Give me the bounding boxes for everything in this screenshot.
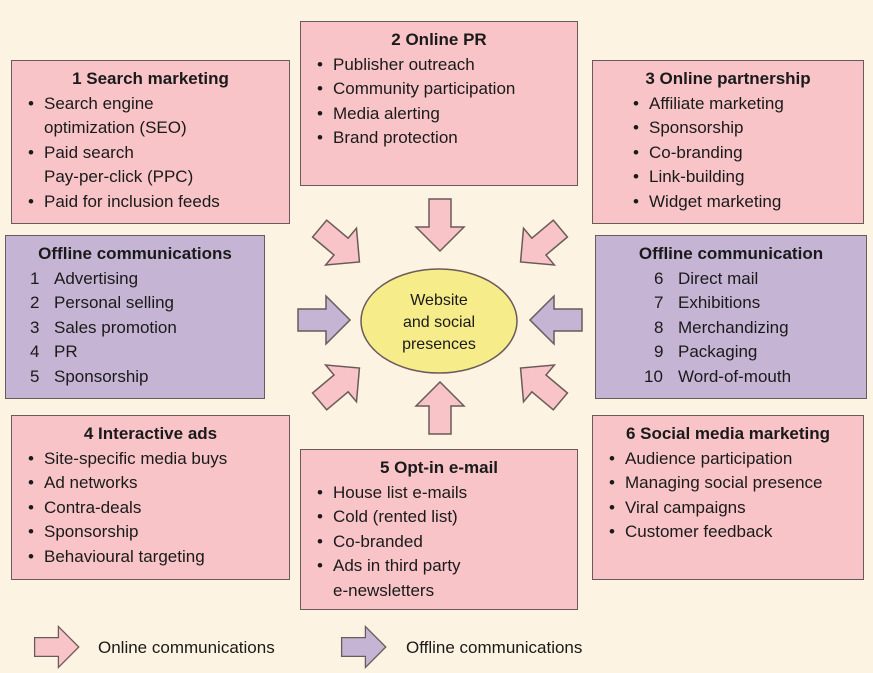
item-number: 2 bbox=[30, 293, 40, 312]
arrow-from-offline-right bbox=[529, 295, 583, 345]
list-item: Sponsorship bbox=[22, 520, 279, 545]
list-item: Widget marketing bbox=[627, 190, 853, 215]
item-label: PR bbox=[54, 342, 78, 361]
item-label: Advertising bbox=[54, 268, 139, 288]
center-label: Website and social presences bbox=[360, 268, 518, 378]
list-item: Ads in third party bbox=[311, 554, 567, 579]
list-item: Cold (rented list) bbox=[311, 505, 567, 530]
legend-online-arrow bbox=[33, 625, 80, 669]
item-number: 8 bbox=[654, 317, 664, 337]
arrow-from-offline-left bbox=[297, 295, 351, 345]
online-partnership-list: Affiliate marketing Sponsorship Co-brand… bbox=[603, 92, 853, 215]
center-line-1: Website bbox=[410, 292, 468, 309]
interactive-ads-box: 4 Interactive ads Site-specific media bu… bbox=[11, 415, 290, 580]
list-item: Affiliate marketing bbox=[627, 92, 853, 117]
list-item: 3 Sales promotion bbox=[30, 316, 254, 341]
list-item-continuation: e-newsletters bbox=[333, 580, 435, 600]
offline-communications-left-box: Offline communications 1 Advertising 2 Per… bbox=[5, 235, 265, 399]
list-item: 5 Sponsorship bbox=[30, 365, 254, 390]
offline-right-list: 6 Direct mail 7 Exhibitions 8 Merchandizing… bbox=[606, 267, 856, 390]
arrow-from-opt-in-email bbox=[415, 381, 465, 435]
item-label: Direct mail bbox=[678, 268, 759, 288]
center-line-2: and social bbox=[402, 314, 476, 331]
item-label: Sponsorship bbox=[54, 366, 149, 386]
list-item: House list e-mails bbox=[311, 481, 567, 506]
list-item: 2 Personal selling bbox=[30, 291, 254, 316]
list-item-continuation: Pay-per-click (PPC) bbox=[44, 167, 194, 186]
item-number: 10 bbox=[644, 366, 663, 386]
list-item: 6 Direct mail bbox=[654, 267, 856, 292]
list-item: 9 Packaging bbox=[654, 340, 856, 365]
list-item: 4 PR bbox=[30, 340, 254, 365]
item-label: Personal selling bbox=[54, 293, 175, 312]
list-item: Publisher outreach bbox=[311, 53, 567, 78]
list-item: Search engine bbox=[22, 92, 279, 117]
list-item: Managing social presence bbox=[603, 471, 853, 496]
opt-in-email-list: House list e-mails Cold (rented list) Co… bbox=[311, 481, 567, 604]
item-number: 5 bbox=[30, 366, 40, 386]
list-item: Co-branded bbox=[311, 530, 567, 555]
social-media-marketing-box: 6 Social media marketing Audience partic… bbox=[592, 415, 864, 580]
item-label: Word-of-mouth bbox=[678, 366, 792, 386]
online-pr-list: Publisher outreach Community participati… bbox=[311, 53, 567, 151]
list-item: Sponsorship bbox=[627, 116, 853, 141]
social-media-list: Audience participation Managing social p… bbox=[603, 447, 853, 545]
list-item: Link-building bbox=[627, 165, 853, 190]
list-item: Brand protection bbox=[311, 126, 567, 151]
item-number: 4 bbox=[30, 342, 40, 361]
list-item: Paid search bbox=[22, 141, 279, 166]
legend-online-label: Online communications bbox=[98, 638, 275, 657]
item-label: Exhibitions bbox=[678, 293, 761, 312]
item-number: 7 bbox=[654, 293, 664, 312]
online-pr-box: 2 Online PR Publisher outreach Community… bbox=[300, 21, 578, 186]
search-marketing-title: 1 Search marketing bbox=[72, 69, 229, 88]
list-item: Contra-deals bbox=[22, 496, 279, 521]
search-marketing-box: 1 Search marketing Search engine optimiz… bbox=[11, 60, 290, 224]
list-item-continuation: optimization (SEO) bbox=[44, 118, 187, 137]
item-number: 9 bbox=[654, 342, 664, 361]
list-item: Co-branding bbox=[627, 141, 853, 166]
item-label: Sales promotion bbox=[54, 317, 177, 337]
list-item: Ad networks bbox=[22, 471, 279, 496]
offline-left-title: Offline communications bbox=[38, 244, 232, 263]
list-item: Audience participation bbox=[603, 447, 853, 472]
online-partnership-title: 3 Online partnership bbox=[645, 69, 811, 88]
opt-in-email-title: 5 Opt-in e-mail bbox=[379, 458, 499, 477]
online-pr-title: 2 Online PR bbox=[391, 30, 487, 49]
offline-communication-right-box: Offline communication 6 Direct mail 7 Exhi… bbox=[595, 235, 867, 399]
interactive-ads-list: Site-specific media buys Ad networks Con… bbox=[22, 447, 279, 570]
list-item: Community participation bbox=[311, 77, 567, 102]
list-item: Media alerting bbox=[311, 102, 567, 127]
list-item: 10 Word-of-mouth bbox=[644, 365, 856, 390]
item-label: Merchandizing bbox=[678, 317, 789, 337]
center-node: Website and social presences bbox=[360, 268, 518, 378]
item-label: Packaging bbox=[678, 342, 758, 361]
item-number: 1 bbox=[30, 268, 40, 288]
online-partnership-box: 3 Online partnership Affiliate marketing… bbox=[592, 60, 864, 224]
legend-offline-label: Offline communications bbox=[406, 638, 583, 657]
item-number: 6 bbox=[654, 268, 664, 288]
center-line-3: presences bbox=[402, 336, 476, 353]
list-item: 7 Exhibitions bbox=[654, 291, 856, 316]
arrow-from-online-pr bbox=[415, 198, 465, 252]
legend-offline-arrow bbox=[340, 625, 387, 669]
search-marketing-list: Search engine optimization (SEO) Paid se… bbox=[22, 92, 279, 215]
item-number: 3 bbox=[30, 317, 40, 337]
offline-right-title: Offline communication bbox=[638, 244, 824, 263]
center-ellipse bbox=[360, 268, 518, 374]
list-item: 8 Merchandizing bbox=[654, 316, 856, 341]
list-item: 1 Advertising bbox=[30, 267, 254, 292]
list-item: Site-specific media buys bbox=[22, 447, 279, 472]
social-media-title: 6 Social media marketing bbox=[625, 424, 831, 443]
list-item: Customer feedback bbox=[603, 520, 853, 545]
offline-left-list: 1 Advertising 2 Personal selling 3 Sales pr… bbox=[16, 267, 254, 390]
interactive-ads-title: 4 Interactive ads bbox=[83, 424, 218, 443]
list-item: Viral campaigns bbox=[603, 496, 853, 521]
list-item: Paid for inclusion feeds bbox=[22, 190, 279, 215]
opt-in-email-box: 5 Opt-in e-mail House list e-mails Cold … bbox=[300, 449, 578, 610]
list-item: Behavioural targeting bbox=[22, 545, 279, 570]
